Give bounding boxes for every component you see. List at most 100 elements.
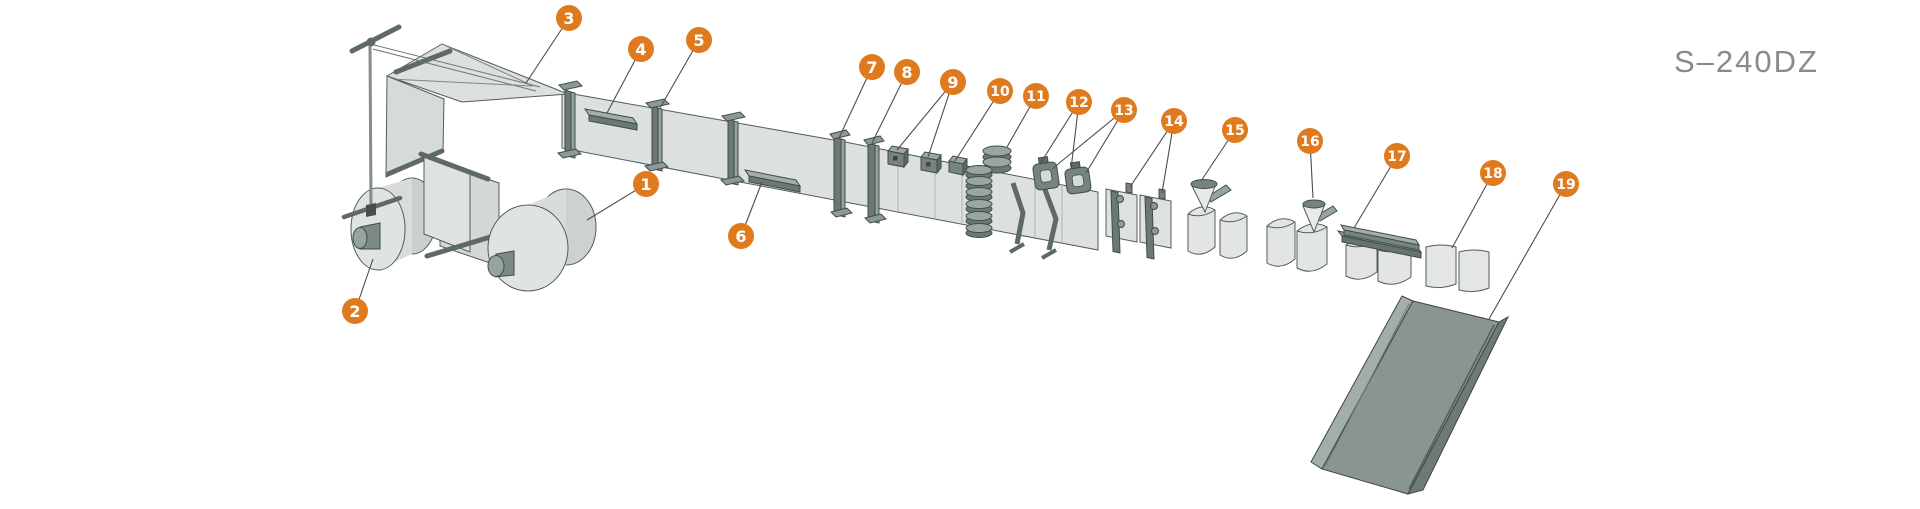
former-shells-15 xyxy=(1187,179,1248,259)
callout-17-number: 17 xyxy=(1387,149,1406,165)
callout-18: 18 xyxy=(1451,160,1506,249)
callout-5-leader-line xyxy=(659,39,700,109)
callout-15-number: 15 xyxy=(1225,123,1244,139)
callout-9-leader-line xyxy=(896,81,954,151)
callout-13: 13 xyxy=(1051,97,1137,174)
callout-3-badge xyxy=(556,5,582,31)
callout-1-number: 1 xyxy=(640,175,651,194)
callout-7-leader-line xyxy=(838,66,873,139)
web-guide-bar-4 xyxy=(583,108,639,131)
film-web xyxy=(561,91,1099,251)
callout-10-number: 10 xyxy=(990,84,1010,100)
former-shells-17 xyxy=(1336,224,1423,285)
callout-19-number: 19 xyxy=(1556,177,1575,193)
callout-12-badge xyxy=(1066,89,1092,115)
callout-12: 12 xyxy=(1039,89,1092,170)
axle-clamp xyxy=(366,203,376,217)
curved-sheets-18 xyxy=(1425,244,1490,293)
callout-17-badge xyxy=(1384,143,1410,169)
callout-3-number: 3 xyxy=(563,9,574,28)
clamp-bar-17 xyxy=(1336,224,1423,259)
former-shells-16 xyxy=(1266,199,1338,272)
callout-13-badge xyxy=(1111,97,1137,123)
callout-5-number: 5 xyxy=(693,31,704,50)
forming-triangle xyxy=(385,43,569,178)
callout-2: 2 xyxy=(342,258,374,324)
callout-13-leader-line xyxy=(1051,109,1125,170)
funnel-15 xyxy=(1190,179,1232,214)
callout-5-badge xyxy=(686,27,712,53)
callout-3: 3 xyxy=(525,5,582,84)
callout-4-badge xyxy=(628,36,654,62)
disc-stack-front xyxy=(965,165,993,238)
callout-17-leader-line xyxy=(1353,155,1398,229)
callout-6-number: 6 xyxy=(735,227,746,246)
roller-post-mid xyxy=(720,111,746,186)
callout-8-number: 8 xyxy=(901,63,912,82)
callout-6: 6 xyxy=(728,181,763,249)
callout-14-number: 14 xyxy=(1164,114,1184,130)
film-roll-right xyxy=(487,188,597,292)
callout-10-leader-line xyxy=(954,90,1001,162)
callout-19: 19 xyxy=(1488,171,1579,320)
callout-10-badge xyxy=(987,78,1013,104)
disc-stack-11 xyxy=(965,145,1012,238)
callout-14: 14 xyxy=(1129,108,1187,194)
tension-post-7 xyxy=(829,129,853,218)
guide-block-9b xyxy=(920,151,942,175)
callout-9-badge xyxy=(940,69,966,95)
film-strand xyxy=(372,48,537,92)
callout-6-badge xyxy=(728,223,754,249)
callout-18-badge xyxy=(1480,160,1506,186)
lever-arms xyxy=(1009,182,1059,260)
callout-15-badge xyxy=(1222,117,1248,143)
guide-plate-bottom-roller xyxy=(424,232,500,259)
callout-7-badge xyxy=(859,54,885,80)
ring-clamp-b xyxy=(1064,161,1092,195)
callout-16: 16 xyxy=(1297,128,1323,199)
callout-11-badge xyxy=(1023,83,1049,109)
roller-post-start xyxy=(557,80,583,159)
callout-18-number: 18 xyxy=(1483,166,1502,182)
callout-14-leader-line xyxy=(1129,120,1175,188)
guide-block-10 xyxy=(948,155,968,177)
callout-7-number: 7 xyxy=(866,58,877,77)
guide-plate-top-roller xyxy=(418,151,491,182)
tension-post-8 xyxy=(863,135,887,224)
callout-16-number: 16 xyxy=(1300,134,1319,150)
callout-4: 4 xyxy=(606,36,654,114)
guide-block-9a xyxy=(887,145,909,169)
callout-4-number: 4 xyxy=(635,40,646,59)
funnel-16 xyxy=(1302,199,1338,234)
web-guide-bar-6 xyxy=(743,169,802,193)
callout-13-number: 13 xyxy=(1114,103,1133,119)
callout-9: 9 xyxy=(896,69,966,158)
callout-12-number: 12 xyxy=(1069,95,1088,111)
callout-9-leader-line xyxy=(927,81,954,158)
film-strand xyxy=(373,44,541,88)
ring-clamp-a xyxy=(1032,156,1060,191)
callout-2-number: 2 xyxy=(349,302,360,321)
former-bottom-roller xyxy=(385,148,445,177)
roller-post-5 xyxy=(644,98,670,172)
callout-7: 7 xyxy=(838,54,885,139)
callout-8-badge xyxy=(894,59,920,85)
callout-17: 17 xyxy=(1353,143,1410,229)
callout-19-leader-line xyxy=(1488,183,1567,320)
dancer-bar-stand xyxy=(341,24,541,220)
plate-14b xyxy=(1139,188,1172,260)
callout-2-badge xyxy=(342,298,368,324)
callout-15: 15 xyxy=(1200,117,1248,182)
callout-8-leader-line xyxy=(871,71,908,144)
callout-5: 5 xyxy=(659,27,712,109)
callout-11: 11 xyxy=(1006,83,1049,148)
discharge-chute-19 xyxy=(1310,295,1510,495)
callout-10: 10 xyxy=(954,78,1013,162)
callout-9-number: 9 xyxy=(947,73,958,92)
callout-11-number: 11 xyxy=(1026,89,1045,105)
callout-8: 8 xyxy=(871,59,920,144)
callout-18-leader-line xyxy=(1451,172,1494,249)
callout-16-badge xyxy=(1297,128,1323,154)
